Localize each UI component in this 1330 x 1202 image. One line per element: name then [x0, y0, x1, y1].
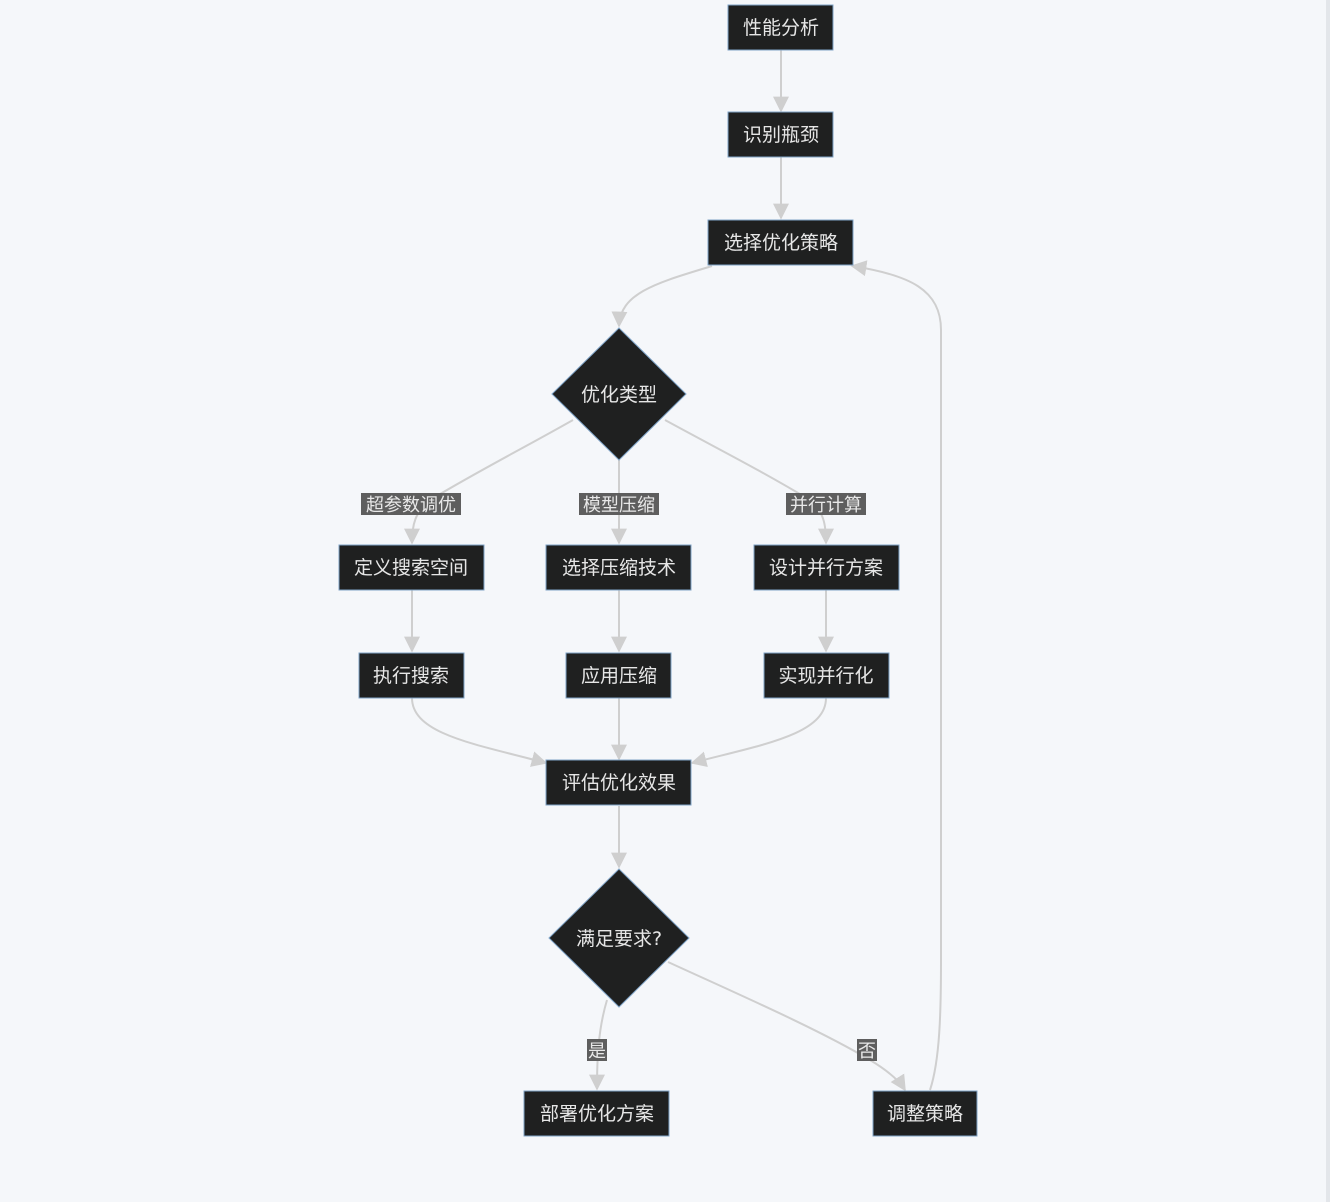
svg-text:满足要求?: 满足要求?	[576, 928, 662, 950]
edge-label-parallel: 并行计算	[786, 493, 866, 516]
svg-text:选择压缩技术: 选择压缩技术	[562, 557, 676, 579]
svg-text:应用压缩: 应用压缩	[581, 665, 657, 687]
svg-text:部署优化方案: 部署优化方案	[540, 1103, 654, 1125]
svg-text:超参数调优: 超参数调优	[366, 495, 456, 516]
edge-label-no: 否	[857, 1039, 877, 1062]
node-identify-bottleneck[interactable]: 识别瓶颈	[727, 111, 834, 158]
node-perf-analysis[interactable]: 性能分析	[727, 4, 834, 51]
edge-label-hyperparam: 超参数调优	[361, 493, 461, 516]
scrollbar-track[interactable]	[1326, 0, 1330, 1202]
svg-text:是: 是	[588, 1041, 606, 1062]
svg-text:定义搜索空间: 定义搜索空间	[354, 557, 468, 579]
svg-text:并行计算: 并行计算	[790, 495, 862, 516]
svg-text:优化类型: 优化类型	[581, 384, 657, 406]
node-run-search[interactable]: 执行搜索	[358, 652, 465, 699]
svg-text:模型压缩: 模型压缩	[583, 495, 655, 516]
svg-text:调整策略: 调整策略	[887, 1103, 963, 1125]
edge-search-to-evaluate	[411, 697, 548, 767]
edge-implement-to-evaluate	[690, 697, 827, 768]
decision-meets-requirements[interactable]: 满足要求?	[548, 868, 690, 1008]
svg-text:设计并行方案: 设计并行方案	[769, 557, 883, 579]
node-choose-strategy[interactable]: 选择优化策略	[707, 219, 854, 266]
edge-label-yes: 是	[587, 1039, 607, 1062]
svg-text:评估优化效果: 评估优化效果	[562, 772, 676, 794]
edge-decision-to-adjust	[667, 961, 906, 1092]
node-define-search-space[interactable]: 定义搜索空间	[338, 544, 485, 591]
svg-text:实现并行化: 实现并行化	[778, 665, 873, 687]
svg-text:否: 否	[858, 1041, 876, 1062]
decision-opt-type[interactable]: 优化类型	[551, 327, 687, 461]
node-choose-compression[interactable]: 选择压缩技术	[545, 544, 692, 591]
edge-type-to-define-space	[404, 419, 574, 545]
node-implement-parallel[interactable]: 实现并行化	[763, 652, 890, 699]
svg-text:选择优化策略: 选择优化策略	[724, 232, 838, 254]
node-design-parallel[interactable]: 设计并行方案	[753, 544, 900, 591]
svg-text:性能分析: 性能分析	[743, 17, 819, 39]
edge-strategy-to-type	[611, 265, 713, 328]
edge-adjust-to-strategy	[850, 260, 942, 1091]
edge-type-to-design-parallel	[664, 419, 834, 545]
node-evaluate[interactable]: 评估优化效果	[545, 759, 692, 806]
node-apply-compression[interactable]: 应用压缩	[565, 652, 672, 699]
svg-text:执行搜索: 执行搜索	[373, 665, 449, 687]
node-adjust-strategy[interactable]: 调整策略	[872, 1090, 978, 1137]
node-deploy[interactable]: 部署优化方案	[523, 1090, 670, 1137]
svg-text:识别瓶颈: 识别瓶颈	[743, 124, 819, 146]
edge-label-compression: 模型压缩	[579, 493, 659, 516]
